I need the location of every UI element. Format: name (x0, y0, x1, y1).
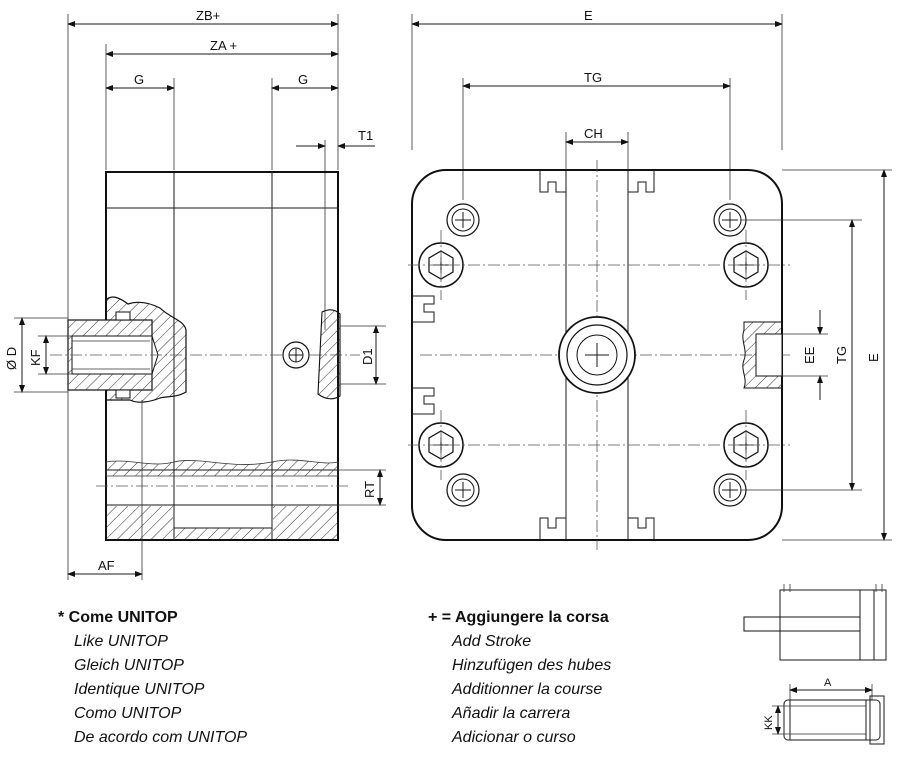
dim-a-label: A (824, 677, 832, 689)
stroke-note: + = Aggiungere la corsa Add Stroke Hinzu… (428, 606, 611, 750)
unitop-translation: Gleich UNITOP (74, 657, 184, 674)
stroke-translation: Add Stroke (452, 633, 532, 650)
front-view (408, 14, 892, 550)
dim-tg-top-label: TG (584, 70, 602, 85)
dim-af-label: AF (98, 558, 115, 573)
dim-d1-label: D1 (360, 348, 375, 365)
dim-g-left-label: G (134, 72, 144, 87)
dim-za-label: ZA + (210, 38, 237, 53)
dim-kk-label: KK (763, 715, 775, 730)
unitop-translation: Como UNITOP (74, 705, 182, 722)
unitop-note: * Come UNITOP Like UNITOP Gleich UNITOP … (58, 606, 247, 750)
mount-hole-tr (713, 203, 747, 237)
dim-e-side-label: E (866, 353, 881, 362)
dim-ee-label: EE (802, 346, 817, 364)
mount-hole-br (713, 473, 747, 507)
stroke-note-heading: + = Aggiungere la corsa (428, 609, 609, 626)
dim-zb-label: ZB+ (196, 8, 220, 23)
dim-tg-side-label: TG (834, 346, 849, 364)
mount-hole-tl (446, 203, 480, 237)
stroke-translation: Adicionar o curso (452, 729, 576, 746)
dim-rt-label: RT (362, 481, 377, 498)
stroke-translation: Hinzufügen des hubes (452, 657, 612, 674)
dim-g-right-label: G (298, 72, 308, 87)
dim-e-top-label: E (584, 8, 593, 23)
side-view (14, 14, 386, 580)
unitop-translation: Like UNITOP (74, 633, 168, 650)
inset-top (743, 584, 887, 661)
dim-kf-label: KF (28, 349, 43, 366)
mount-hole-bl (446, 473, 480, 507)
unitop-note-heading: * Come UNITOP (58, 609, 178, 626)
dim-ch-label: CH (584, 126, 603, 141)
dim-d-label: Ø D (4, 347, 19, 370)
stroke-translation: Additionner la course (452, 681, 603, 698)
stroke-translation: Añadir la carrera (452, 705, 571, 722)
unitop-translation: Identique UNITOP (74, 681, 205, 698)
dim-t1-label: T1 (358, 128, 373, 143)
unitop-translation: De acordo com UNITOP (74, 729, 248, 746)
inset-bottom (772, 684, 885, 745)
